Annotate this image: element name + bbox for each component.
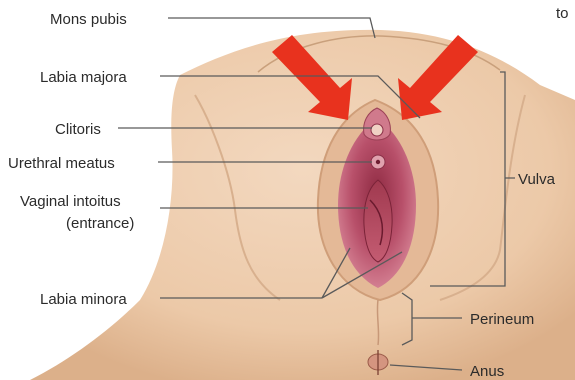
urethral-meatus-label: Urethral meatus (8, 155, 115, 172)
corner-fragment-text: to (556, 5, 569, 22)
urethral-meatus-opening (376, 160, 380, 164)
anus-label: Anus (470, 363, 504, 380)
mons-pubis-label: Mons pubis (50, 11, 127, 28)
vaginal-intoitus-label: Vaginal intoitus (20, 193, 121, 210)
labia-minora-label: Labia minora (40, 291, 127, 308)
vulva-label: Vulva (518, 171, 556, 188)
labia-majora-label: Labia majora (40, 69, 127, 86)
clitoris-glans (371, 124, 383, 136)
perineum-label: Perineum (470, 311, 534, 328)
clitoris-label: Clitoris (55, 121, 101, 138)
vaginal-entrance-label: (entrance) (66, 215, 134, 232)
